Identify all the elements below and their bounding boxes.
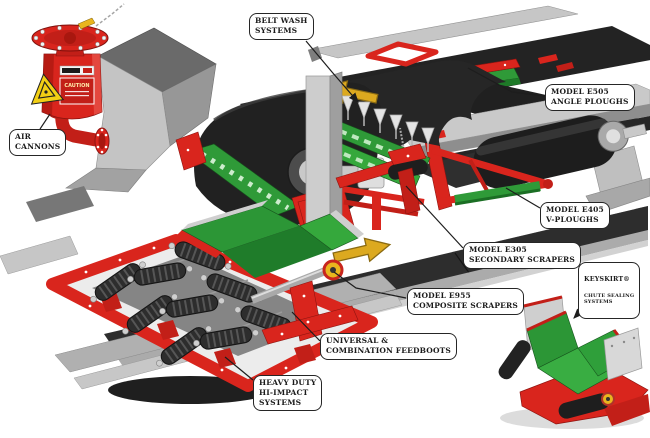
composite-scraper xyxy=(250,259,359,345)
skirt-plate-right xyxy=(603,327,643,381)
callout-hi-impact: HEAVY DUTY HI-IMPACT SYSTEMS xyxy=(253,375,323,412)
spray-nozzles xyxy=(341,95,435,152)
v-plough xyxy=(424,130,553,211)
callout-text: UNIVERSAL & COMBINATION FEEDBOOTS xyxy=(326,336,451,355)
warning-triangle-icon xyxy=(30,73,65,105)
callout-text: AIR CANNONS xyxy=(15,132,61,151)
callout-secondary-scrapers: MODEL E305 SECONDARY SCRAPERS xyxy=(463,242,581,269)
support-post xyxy=(305,71,343,237)
feedboot-chute xyxy=(176,200,364,278)
caution-text: CAUTION xyxy=(64,83,89,89)
callout-text: MODEL E305 SECONDARY SCRAPERS xyxy=(469,245,575,264)
air-cannon: CAUTION xyxy=(30,3,125,155)
callout-air-cannons: AIR CANNONS xyxy=(9,129,67,156)
angle-plough-clamp xyxy=(365,41,439,67)
v-plough-blade xyxy=(454,181,541,205)
callout-keyskirt: KEYSKIRT® CHUTE SEALING SYSTEMS xyxy=(578,262,641,320)
secondary-scraper xyxy=(335,127,428,215)
callout-text: MODEL E505 ANGLE PLOUGHS xyxy=(551,87,629,106)
callout-text: MODEL E955 COMPOSITE SCRAPERS xyxy=(413,291,518,310)
callout-composite-scrapers: MODEL E955 COMPOSITE SCRAPERS xyxy=(407,288,524,315)
callout-text: CHUTE SEALING SYSTEMS xyxy=(584,292,635,306)
callout-v-ploughs: MODEL E405 V-PLOUGHS xyxy=(540,202,610,229)
callout-text: KEYSKIRT® xyxy=(584,274,630,283)
garland-idlers xyxy=(85,236,301,373)
callout-text: HEAVY DUTY HI-IMPACT SYSTEMS xyxy=(259,378,317,407)
callout-text: MODEL E405 V-PLOUGHS xyxy=(546,205,604,224)
cannon-valve-handle xyxy=(77,17,96,30)
discharge-chute xyxy=(65,27,217,193)
keyskirt-cradle xyxy=(498,295,650,429)
callout-text: BELT WASH SYSTEMS xyxy=(255,16,308,35)
callout-belt-wash-systems: BELT WASH SYSTEMS xyxy=(249,13,314,40)
callout-angle-ploughs: MODEL E505 ANGLE PLOUGHS xyxy=(545,84,635,111)
callout-feedboots: UNIVERSAL & COMBINATION FEEDBOOTS xyxy=(320,333,457,360)
